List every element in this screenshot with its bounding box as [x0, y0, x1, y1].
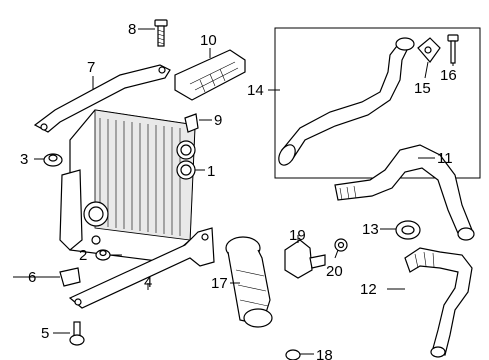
- callout-9: 9: [214, 112, 222, 129]
- part-1-intercooler: [59, 109, 196, 263]
- callout-5: 5: [41, 325, 49, 342]
- callout-18: 18: [316, 347, 333, 360]
- callout-17: 17: [211, 275, 228, 292]
- part-19-sensor: [284, 239, 326, 279]
- callout-19: 19: [289, 227, 306, 244]
- callout-15: 15: [414, 80, 431, 97]
- callout-3: 3: [20, 151, 28, 168]
- part-10-heat-shield: [174, 49, 246, 101]
- part-20-fitting: [334, 238, 348, 252]
- part-11-hose: [334, 144, 475, 241]
- callout-12: 12: [360, 281, 377, 298]
- callout-4: 4: [144, 274, 152, 291]
- part-16-bolt: [447, 34, 459, 64]
- part-18-nut: [285, 349, 301, 360]
- callout-20: 20: [326, 263, 343, 280]
- callout-1: 1: [207, 163, 215, 180]
- part-17-housing: [225, 236, 273, 328]
- part-9-clip: [184, 113, 199, 133]
- callout-14: 14: [247, 82, 264, 99]
- callout-16: 16: [440, 67, 457, 84]
- leader-lines: [13, 28, 454, 355]
- callout-11: 11: [437, 150, 453, 167]
- part-6-clip: [59, 267, 81, 287]
- part-8-bolt: [154, 19, 168, 47]
- callout-7: 7: [87, 59, 95, 76]
- part-3-grommet: [43, 153, 63, 167]
- part-5-bolt: [69, 321, 85, 346]
- callout-13: 13: [362, 221, 379, 238]
- part-7-upper-bracket: [33, 64, 171, 133]
- part-4-lower-bracket: [68, 227, 215, 309]
- part-12-hose: [404, 247, 473, 358]
- callout-8: 8: [128, 21, 136, 38]
- part-14-hose: [278, 37, 415, 166]
- part-13-clamp: [395, 220, 421, 240]
- callout-10: 10: [200, 32, 217, 49]
- callout-6: 6: [28, 269, 36, 286]
- part-15-clamp: [417, 37, 441, 63]
- callout-2: 2: [79, 247, 87, 264]
- part-2-grommet: [95, 249, 111, 261]
